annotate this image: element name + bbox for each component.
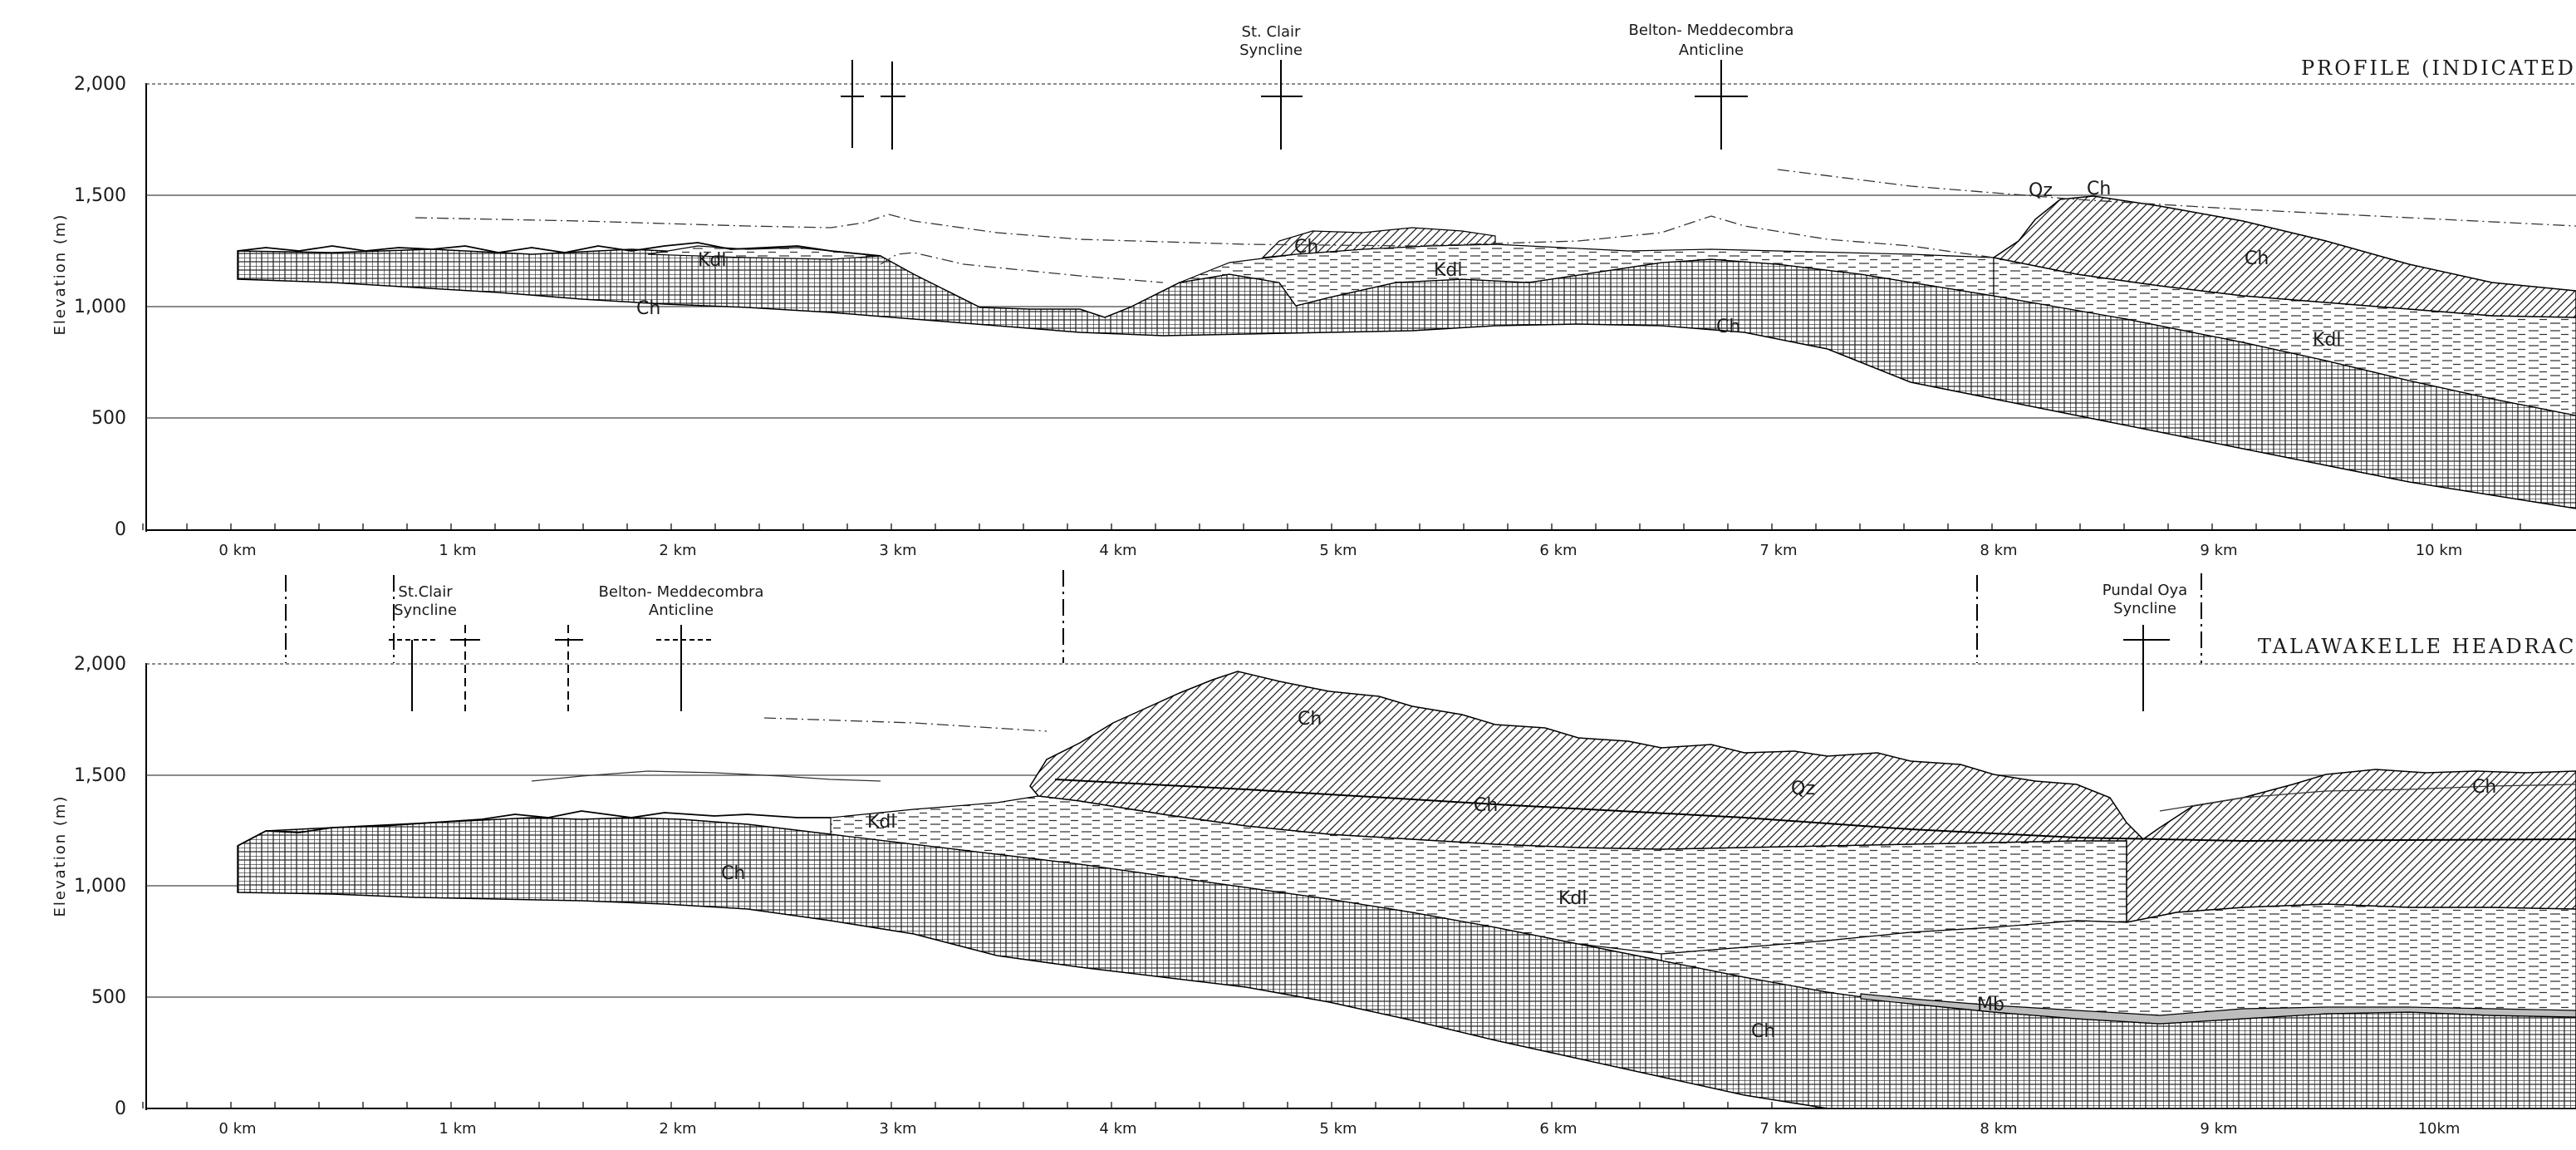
upper-ytick-2000: 2,000 <box>74 74 126 95</box>
upper-rock-label: Ch <box>2087 179 2111 199</box>
xtick-label: 2 km <box>659 542 696 559</box>
lower-rock-label: Mb <box>1977 995 2004 1015</box>
xtick-label: 1 km <box>439 542 476 559</box>
upper-rock-label: Kdl <box>2313 330 2342 351</box>
lower-ytick-1000: 1,000 <box>74 876 126 897</box>
lower-panel: 2,000 1,500 1,000 500 0 Elevation (m) 0 … <box>52 570 2576 1138</box>
xtick-label: 7 km <box>1759 1120 1797 1138</box>
upper-unit-ch-ridge <box>1992 195 2576 318</box>
lower-ytick-2000: 2,000 <box>74 654 126 675</box>
xtick-label: 8 km <box>1980 1120 2017 1138</box>
lower-rock-label: Ch <box>1751 1021 1775 1042</box>
upper-ytick-0: 0 <box>115 519 126 540</box>
upper-panel: 2,000 1,500 1,000 500 0 Elevation (m) 0 … <box>52 22 2576 559</box>
upper-struct-stclair-line2: Syncline <box>1239 42 1303 59</box>
lower-section-markers <box>285 570 2202 711</box>
upper-ytick-1000: 1,000 <box>74 297 126 317</box>
xtick-label: 4 km <box>1099 1120 1136 1138</box>
lower-topography <box>237 810 831 847</box>
xtick-label: 8 km <box>1980 542 2017 559</box>
lower-rock-label: Kdl <box>867 812 896 833</box>
upper-struct-stclair-line1: St. Clair <box>1242 23 1302 41</box>
upper-rock-label: Kdl <box>1434 260 1463 281</box>
upper-projection-line-c <box>1777 169 2576 227</box>
lower-projection-line-a <box>763 717 1048 732</box>
upper-rock-label: Kdl <box>698 250 727 271</box>
xtick-label: 3 km <box>879 1120 916 1138</box>
upper-xticks: 0 km 1 km 2 km 3 km 4 km 5 km 6 km 7 km 8 km 9 km… <box>142 523 2521 559</box>
xtick-label: 9 km <box>2200 542 2237 559</box>
lower-rock-label: Kdl <box>1558 888 1587 909</box>
upper-rock-label: Ch <box>636 298 660 319</box>
upper-struct-belton-line2: Anticline <box>1679 42 1744 59</box>
xtick-label: 6 km <box>1539 542 1577 559</box>
lower-rock-label: Ch <box>1474 795 1498 816</box>
lower-projection-line-b <box>531 770 881 782</box>
upper-projection-line-a <box>415 214 1995 258</box>
xtick-label: 7 km <box>1759 542 1797 559</box>
xtick-label: 6 km <box>1539 1120 1577 1138</box>
upper-projection-line-b <box>880 252 1164 283</box>
upper-ytick-500: 500 <box>91 408 126 429</box>
upper-rock-label: Ch <box>2245 248 2269 269</box>
lower-rock-label: Ch <box>1298 709 1322 730</box>
lower-rock-label: Qz <box>1791 779 1815 799</box>
xtick-label: 5 km <box>1319 542 1357 559</box>
lower-struct-stclair-line1: St.Clair <box>398 583 453 601</box>
lower-rock-label: Ch <box>2472 777 2496 798</box>
lower-horizon-qz <box>1054 779 2576 843</box>
xtick-label: 10 km <box>2416 542 2463 559</box>
upper-rock-label: Ch <box>1716 317 1740 337</box>
lower-ylabel: Elevation (m) <box>52 795 69 917</box>
lower-projection-line-c <box>2159 784 2576 812</box>
xtick-label: 5 km <box>1319 1120 1357 1138</box>
upper-structure-markers <box>841 60 1748 150</box>
upper-ylabel: Elevation (m) <box>52 214 69 336</box>
xtick-label: 9 km <box>2200 1120 2237 1138</box>
lower-struct-belton-line1: Belton- Meddecombra <box>599 583 764 601</box>
lower-panel-title: TALAWAKELLE HEADRACE <box>2258 635 2576 658</box>
lower-rock-label: Ch <box>721 863 745 884</box>
lower-struct-stclair-line2: Syncline <box>394 602 457 619</box>
xtick-label: 2 km <box>659 1120 696 1138</box>
upper-unit-ch-cap <box>1261 227 1496 258</box>
xtick-label: 0 km <box>218 542 256 559</box>
xtick-label: 4 km <box>1099 542 1136 559</box>
lower-struct-pundal-line2: Syncline <box>2113 600 2176 617</box>
lower-struct-pundal-line1: Pundal Oya <box>2103 582 2187 599</box>
upper-struct-belton-line1: Belton- Meddecombra <box>1629 22 1794 39</box>
xtick-label: 10km <box>2418 1120 2461 1138</box>
upper-rock-label: Ch <box>1294 237 1318 258</box>
lower-struct-belton-line2: Anticline <box>649 602 714 619</box>
upper-rock-label: Qz <box>2029 180 2053 201</box>
xtick-label: 3 km <box>879 542 916 559</box>
xtick-label: 0 km <box>218 1120 256 1138</box>
lower-ytick-500: 500 <box>91 987 126 1008</box>
upper-ytick-1500: 1,500 <box>74 185 126 206</box>
upper-topography <box>237 242 881 257</box>
upper-panel-title: PROFILE (INDICATED IN <box>2301 57 2576 80</box>
lower-unit-mb <box>1860 993 2576 1025</box>
lower-unit-ch-mountain <box>1029 671 2576 923</box>
lower-ytick-0: 0 <box>115 1098 126 1119</box>
lower-ytick-1500: 1,500 <box>74 765 126 786</box>
xtick-label: 1 km <box>439 1120 476 1138</box>
